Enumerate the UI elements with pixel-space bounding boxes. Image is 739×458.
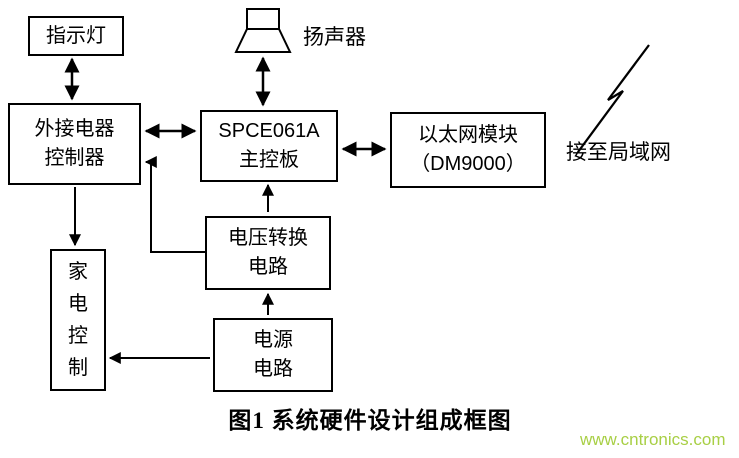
indicator-light-box: 指示灯 (28, 16, 124, 56)
power-circuit-label-line2: 电路 (253, 358, 293, 380)
ethernet-module-label-line1: 以太网模块 (418, 124, 518, 146)
power-circuit-box: 电源 电路 (213, 318, 333, 392)
indicator-light-label: 指示灯 (46, 24, 106, 47)
ethernet-module-label-line2: （DM9000） (410, 153, 526, 175)
external-controller-label-line1: 外接电器 (34, 118, 115, 140)
external-controller-box: 外接电器 控制器 (8, 103, 141, 185)
speaker-label: 扬声器 (303, 26, 366, 49)
voltage-converter-box: 电压转换 电路 (205, 216, 331, 290)
mainboard-label-line2: 主控板 (239, 149, 299, 171)
watermark: www.cntronics.com (580, 430, 726, 449)
figure-caption: 图1 系统硬件设计组成框图 (228, 408, 512, 433)
voltage-converter-label-line1: 电压转换 (228, 227, 308, 249)
external-controller-label-line2: 控制器 (44, 147, 105, 169)
appliance-control-box: 家电控制 (50, 249, 106, 391)
arrow-voltage-controller (144, 156, 205, 253)
speaker-icon (234, 8, 292, 53)
mainboard-box: SPCE061A 主控板 (200, 110, 338, 182)
appliance-control-label: 家电控制 (68, 261, 88, 379)
voltage-converter-label-line2: 电路 (248, 256, 288, 278)
power-circuit-label-line1: 电源 (253, 329, 293, 351)
mainboard-label-line1: SPCE061A (218, 120, 320, 142)
ethernet-module-box: 以太网模块 （DM9000） (390, 112, 546, 188)
lan-label: 接至局域网 (566, 141, 671, 164)
